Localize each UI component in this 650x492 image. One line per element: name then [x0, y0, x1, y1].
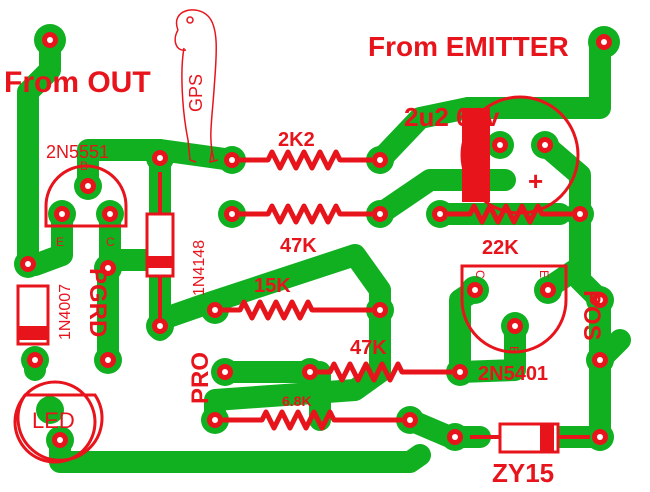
resistor-47k-a-label: 47K [280, 235, 317, 257]
diode-1n4148-label: 1N4148 [191, 240, 208, 296]
capacitor [460, 95, 580, 215]
resistor-15k-label: 15K [254, 275, 291, 297]
resistor-47k-b-label: 47K [350, 337, 387, 359]
resistor-6k8 [223, 409, 402, 431]
from-emitter-label: From EMITTER [368, 31, 569, 62]
pos-label: POS [578, 290, 605, 341]
zener-zy15 [470, 422, 590, 454]
gps-label: GPS [186, 74, 206, 112]
resistor-silk [223, 149, 572, 431]
resistor-22k [448, 203, 572, 225]
resistor-47k-a [240, 203, 372, 225]
pro-label: PRO [187, 352, 214, 404]
resistor-47k-b [318, 361, 452, 383]
transistor-2n5551-e: E [56, 235, 64, 249]
capacitor-label: 2u2 63v [404, 102, 500, 132]
diode-1n4007 [16, 284, 50, 346]
transistor-2n5551-outline [44, 164, 128, 228]
transistor-2n5401-b: B [507, 346, 521, 354]
from-out-label: From OUT [4, 66, 151, 99]
transistor-2n5551-b: B [80, 159, 88, 173]
diode-1n4148 [145, 172, 175, 318]
pgrd-label: PGRD [84, 268, 111, 337]
transistor-2n5401-e: E [537, 270, 551, 278]
resistor-2k2-label: 2K2 [278, 129, 315, 151]
copper-traces [17, 29, 631, 473]
resistor-22k-label: 22K [482, 237, 519, 259]
zener-label: ZY15 [492, 458, 554, 488]
resistor-2k2 [240, 149, 372, 171]
diode-1n4007-label: 1N4007 [57, 284, 74, 340]
resistor-15k [223, 299, 372, 321]
capacitor-plus: + [528, 166, 543, 196]
transistor-2n5551-label: 2N5551 [46, 142, 109, 162]
gps-parrot-logo [174, 9, 219, 164]
led-ring [13, 380, 97, 464]
pad-holes [20, 32, 612, 448]
transistor-2n5401-outline [460, 264, 568, 354]
transistor-2n5401-label: 2N5401 [478, 363, 548, 385]
led-label: LED [32, 408, 75, 433]
transistor-2n5401-c: C [473, 270, 487, 279]
resistor-6k8-label: 6.8K [282, 393, 312, 409]
transistor-2n5551-c: C [106, 235, 115, 249]
